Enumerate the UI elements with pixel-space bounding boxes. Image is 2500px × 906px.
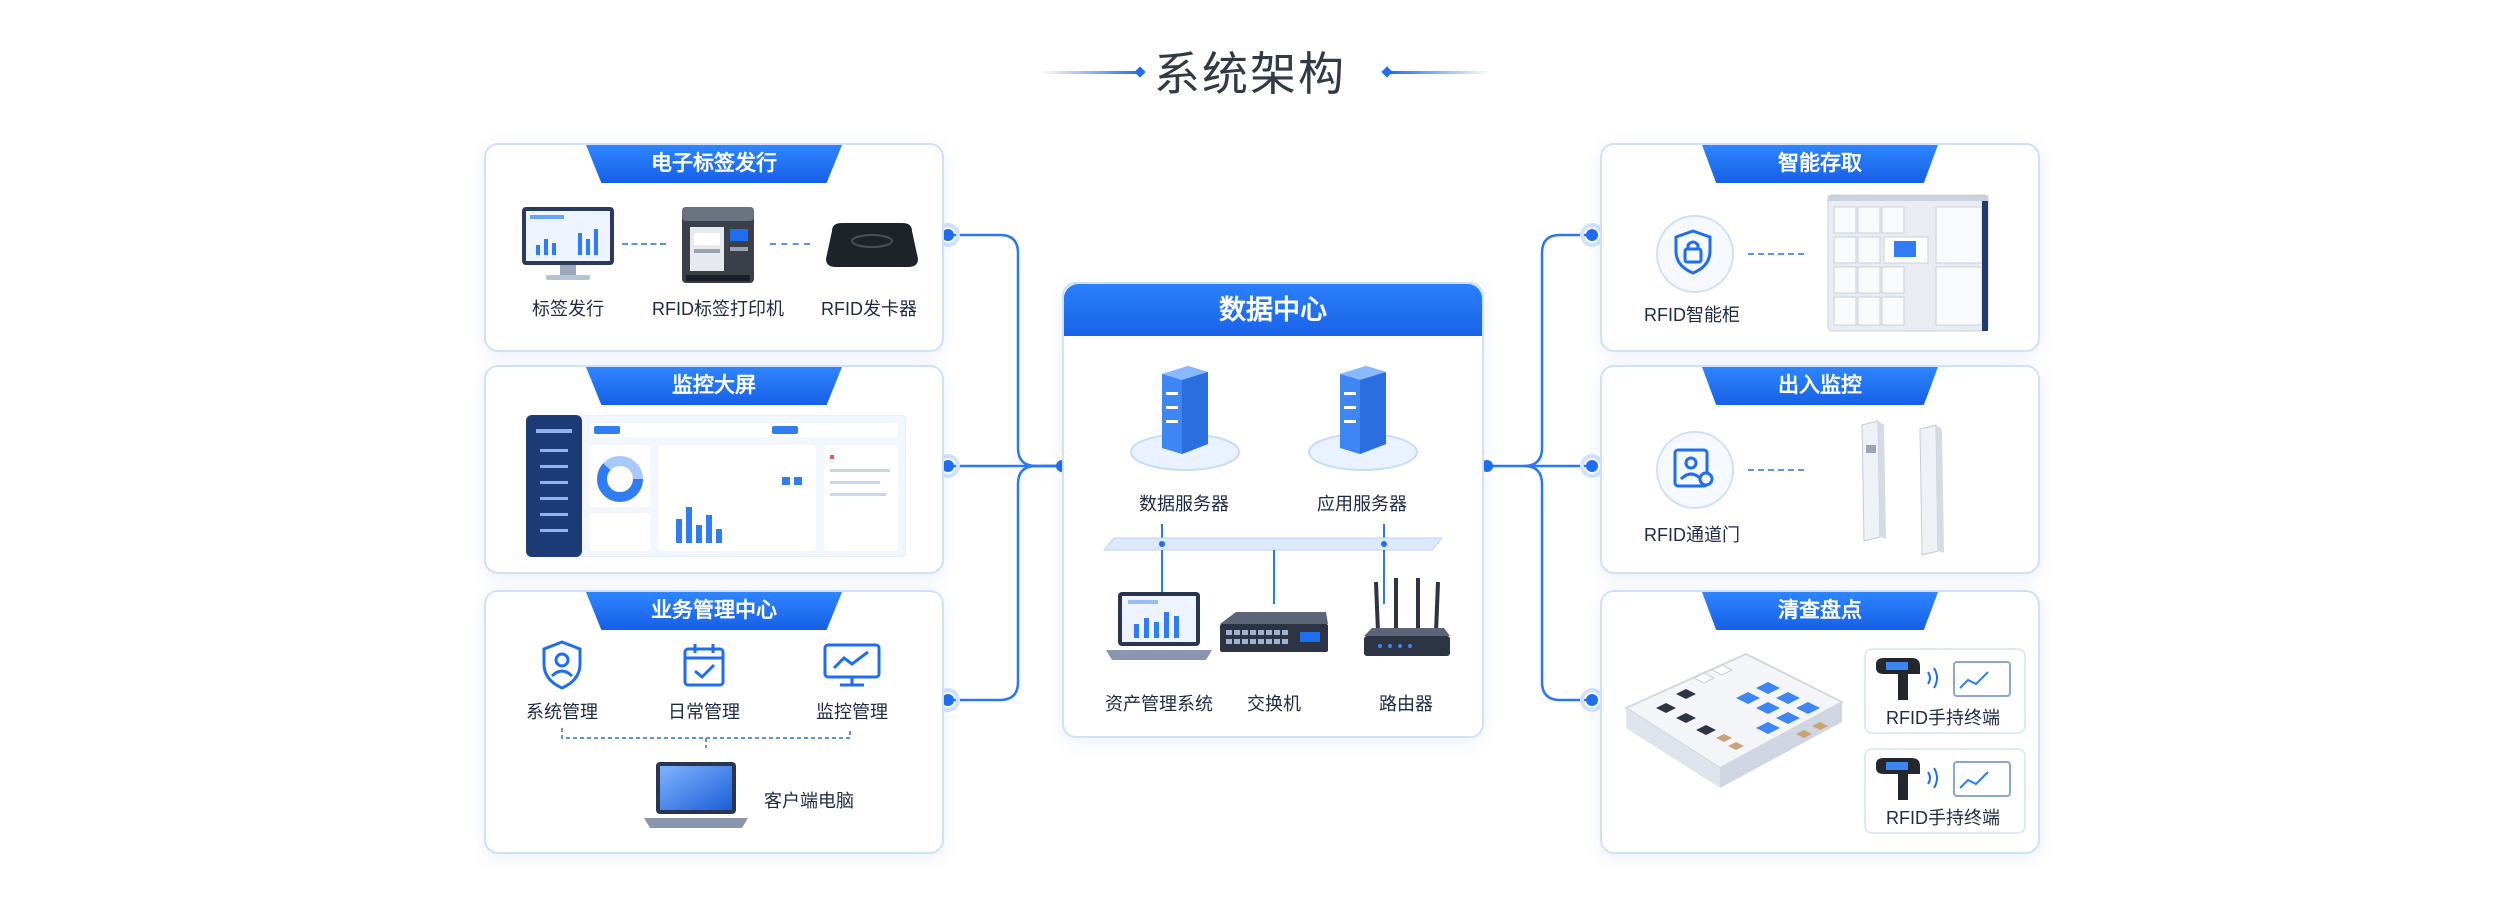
panel-monitor-screen: 监控大屏: [484, 365, 944, 574]
network-bus: [1102, 524, 1444, 604]
panel-title: 清查盘点: [1702, 592, 1938, 630]
title-line-right: [1390, 71, 1490, 74]
item-label: RFID发卡器: [821, 299, 917, 319]
network-switch-icon: [1220, 612, 1328, 652]
warehouse-isometric-icon: [1623, 652, 1845, 788]
badge-person-icon: [1673, 448, 1714, 488]
panel-title: 监控大屏: [586, 367, 842, 405]
item-label: 监控管理: [816, 702, 888, 722]
panel-access-monitor: 出入监控 RFID通道门: [1600, 365, 2040, 574]
shield-user-icon: [542, 640, 582, 690]
dashed-link: [622, 243, 666, 245]
dashed-link: [1748, 253, 1804, 255]
panel-title: 业务管理中心: [586, 592, 842, 630]
dashed-tree-link: [561, 728, 851, 748]
terminal-label: RFID手持终端: [1886, 708, 2000, 728]
monitor-icon: [522, 207, 614, 280]
terminal-label: RFID手持终端: [1886, 808, 2000, 828]
dashed-link: [770, 243, 810, 245]
panel-title: 出入监控: [1702, 367, 1938, 405]
item-label: RFID智能柜: [1644, 305, 1740, 325]
shield-lock-icon: [1674, 229, 1712, 275]
panel-title: 电子标签发行: [586, 145, 842, 183]
page-title: 系统架构: [1154, 48, 1346, 100]
server-label: 应用服务器: [1317, 494, 1407, 514]
dashed-link: [1748, 469, 1804, 471]
client-label: 客户端电脑: [764, 791, 854, 811]
monitor-chart-icon: [823, 643, 881, 687]
panel-business-center: 业务管理中心 系统管理 日常管理 监控管理 客户端电脑: [484, 590, 944, 854]
router-icon: [1364, 578, 1450, 656]
card-reader-icon: [826, 223, 918, 267]
handheld-terminal-icon: [1876, 758, 2011, 800]
calendar-check-icon: [683, 644, 725, 687]
gate-pillars-icon: [1861, 420, 1944, 556]
server-icon: [1130, 366, 1240, 471]
server-icon: [1308, 366, 1418, 471]
laptop-icon: [644, 762, 748, 828]
title-line-left: [1040, 71, 1140, 74]
smart-cabinet-icon: [1827, 194, 1989, 332]
device-label: 路由器: [1379, 694, 1433, 714]
item-label: 系统管理: [526, 702, 598, 722]
item-label: RFID通道门: [1644, 525, 1740, 545]
label-printer-icon: [682, 207, 754, 283]
panel-inventory: 清查盘点 RFID手持终端 RFID手持终端: [1600, 590, 2040, 854]
item-label: 日常管理: [668, 702, 740, 722]
device-label: 资产管理系统: [1105, 694, 1213, 714]
panel-data-center: 数据中心 数据服务器 应用服务器: [1062, 282, 1484, 738]
laptop-chart-icon: [1106, 592, 1212, 660]
handheld-terminal-icon: [1876, 658, 2011, 700]
panel-tag-issuance: 电子标签发行 标签发行 RFID标签打印机 RFID发卡器: [484, 143, 944, 352]
icon-circle: [1656, 431, 1734, 509]
data-center-title: 数据中心: [1064, 284, 1482, 336]
dashboard-screenshot-icon: [526, 415, 906, 557]
item-label: 标签发行: [532, 299, 604, 319]
device-label: 交换机: [1247, 694, 1301, 714]
server-label: 数据服务器: [1139, 494, 1229, 514]
panel-title: 智能存取: [1702, 145, 1938, 183]
panel-smart-storage: 智能存取 RFID智能柜: [1600, 143, 2040, 352]
icon-circle: [1656, 215, 1734, 293]
item-label: RFID标签打印机: [652, 299, 784, 319]
